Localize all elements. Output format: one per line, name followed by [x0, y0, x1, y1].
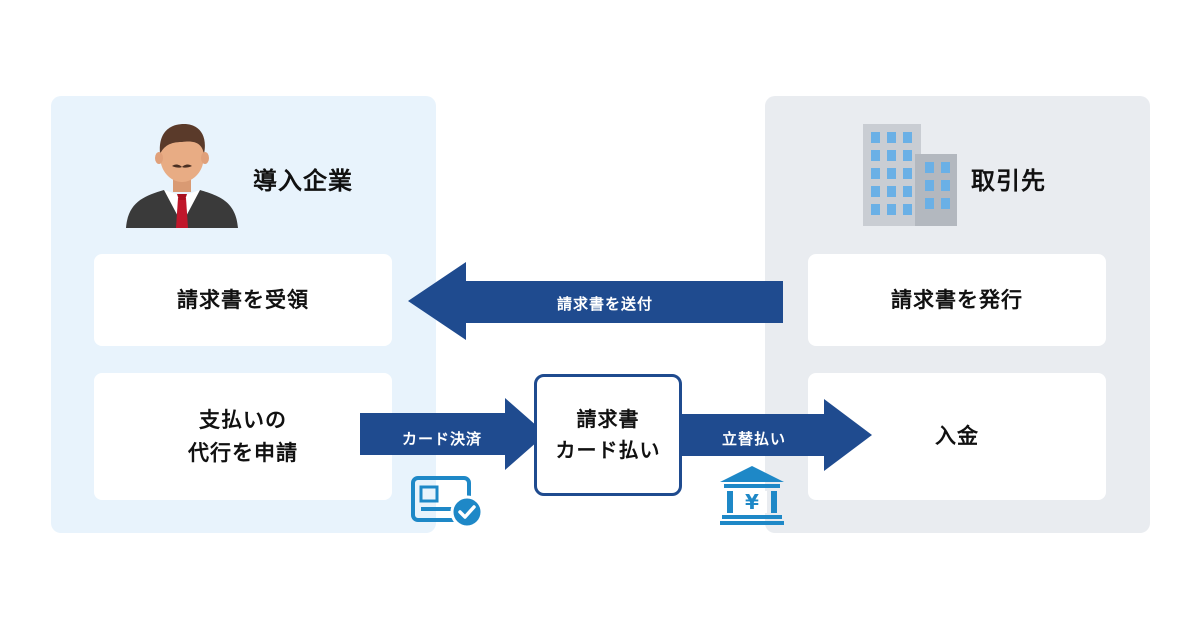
issue-invoice-label: 請求書を発行	[891, 287, 1023, 312]
apply-payment-agency-box: 支払いの 代行を申請	[94, 373, 392, 500]
invoice-card-payment-box: 請求書 カード払い	[534, 374, 682, 496]
office-building-icon	[863, 124, 957, 226]
bank-yen-symbol: ¥	[745, 490, 759, 514]
center-line1: 請求書	[576, 407, 640, 431]
center-line2: カード払い	[555, 438, 661, 462]
send-invoice-label: 請求書を送付	[556, 295, 653, 313]
businessman-icon	[126, 124, 238, 228]
card-settlement-label: カード決済	[401, 430, 482, 448]
client-company-heading: 導入企業	[253, 167, 353, 195]
issue-invoice-box: 請求書を発行	[808, 254, 1106, 346]
send-invoice-arrow	[408, 262, 783, 340]
receive-invoice-label: 請求書を受領	[177, 287, 309, 312]
deposit-label: 入金	[935, 424, 979, 449]
bank-yen-icon: ¥	[720, 466, 784, 525]
receive-invoice-box: 請求書を受領	[94, 254, 392, 346]
apply-payment-line2: 代行を申請	[188, 440, 298, 465]
advance-payment-label: 立替払い	[721, 430, 786, 448]
apply-payment-line1: 支払いの	[199, 407, 287, 432]
business-partner-heading: 取引先	[971, 167, 1046, 195]
advance-payment-arrow	[682, 399, 872, 471]
card-check-icon	[411, 476, 483, 528]
card-settlement-arrow	[360, 398, 546, 470]
